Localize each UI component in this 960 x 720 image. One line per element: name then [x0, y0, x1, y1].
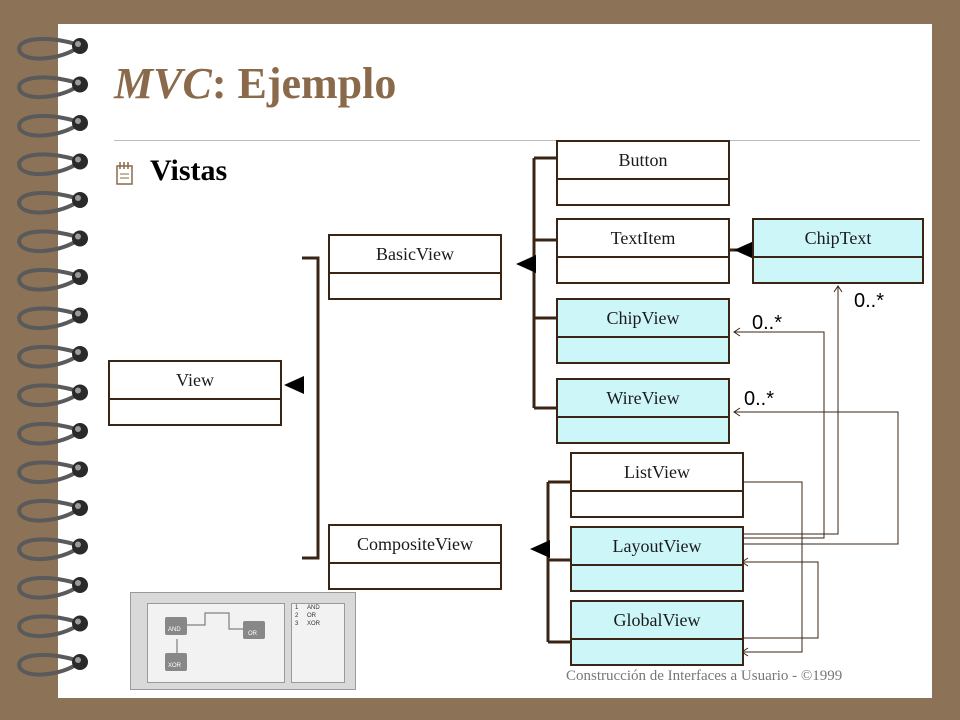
class-view-name: View	[176, 370, 214, 390]
assoc-layout-chipview	[734, 331, 825, 539]
class-chiptext-name: ChipText	[804, 228, 872, 248]
slide-footer: Construcción de Interfaces a Usuario - ©…	[566, 668, 843, 684]
slide-title: MVC: Ejemplo	[114, 58, 396, 109]
class-view: View	[108, 360, 282, 426]
class-textitem: TextItem	[556, 218, 730, 284]
title-mvc: MVC	[114, 59, 212, 108]
thumbnail-row-3: 3	[295, 621, 299, 627]
spiral-ring	[17, 344, 88, 369]
spiral-ring	[17, 498, 88, 523]
multiplicity-chiptext: 0..*	[854, 290, 885, 312]
section-subtitle: Vistas	[150, 154, 228, 187]
spiral-ring	[17, 614, 88, 638]
class-globalview-name: GlobalView	[613, 610, 701, 630]
title-divider	[114, 140, 920, 141]
spiral-ring	[17, 113, 88, 138]
class-button: Button	[556, 140, 730, 206]
thumbnail-list	[291, 603, 345, 683]
spiral-ring	[17, 190, 88, 215]
class-globalview: GlobalView	[570, 600, 744, 666]
spiral-ring	[17, 460, 88, 484]
thumbnail-item-3: XOR	[307, 621, 321, 627]
class-layoutview-name: LayoutView	[612, 536, 702, 556]
class-button-name: Button	[618, 150, 668, 170]
class-chipview: ChipView	[556, 298, 730, 364]
class-compositeview-name: CompositeView	[357, 534, 473, 554]
spiral-ring	[17, 652, 88, 677]
thumbnail-wires	[165, 612, 265, 671]
thumbnail-item-1: AND	[307, 605, 320, 611]
spiral-ring	[17, 306, 88, 330]
spiral-ring	[17, 421, 88, 446]
spiral-ring	[17, 36, 88, 61]
spiral-ring	[17, 575, 88, 600]
assoc-global-layout	[742, 561, 819, 639]
spiral-ring	[17, 75, 88, 99]
thumbnail-gate-and: AND	[168, 627, 181, 633]
thumbnail-gate-xor: XOR	[168, 663, 182, 669]
spiral-binding	[17, 36, 88, 677]
thumbnail-row-1: 1	[295, 605, 299, 611]
inheritance-basicview-line	[532, 156, 556, 410]
class-chipview-name: ChipView	[606, 308, 680, 328]
spiral-ring	[17, 152, 88, 176]
inheritance-compositeview-line	[546, 480, 570, 644]
spiral-ring	[17, 537, 88, 561]
spiral-ring	[17, 383, 88, 407]
inheritance-arrow-compositeview	[530, 540, 550, 558]
title-rest: : Ejemplo	[211, 59, 397, 108]
thumbnail-item-2: OR	[307, 613, 316, 619]
class-listview-name: ListView	[624, 462, 690, 482]
inheritance-arrow-view	[284, 376, 304, 394]
class-layoutview: LayoutView	[570, 526, 744, 592]
inheritance-arrow-textitem	[734, 241, 754, 259]
assoc-layout-chiptext	[742, 286, 839, 535]
thumbnail-gate-or: OR	[248, 631, 257, 637]
inheritance-arrow-basicview	[516, 255, 536, 273]
assoc-layout-wireview	[734, 411, 899, 545]
class-basicview-name: BasicView	[376, 244, 454, 264]
notepad-bullet-icon	[116, 162, 133, 185]
class-wireview: WireView	[556, 378, 730, 444]
app-screenshot-thumbnail: AND OR XOR 1 AND 2 OR 3 XOR	[130, 592, 356, 690]
class-wireview-name: WireView	[606, 388, 680, 408]
class-listview: ListView	[570, 452, 744, 518]
class-textitem-name: TextItem	[610, 228, 676, 248]
multiplicity-chipview: 0..*	[752, 312, 783, 334]
assoc-list-global	[742, 481, 803, 653]
spiral-ring	[17, 267, 88, 292]
class-compositeview: CompositeView	[328, 524, 502, 590]
inheritance-view	[302, 256, 320, 560]
multiplicity-wireview: 0..*	[744, 388, 775, 410]
thumbnail-row-2: 2	[295, 613, 299, 619]
class-chiptext: ChipText	[752, 218, 924, 284]
class-basicview: BasicView	[328, 234, 502, 300]
spiral-ring	[17, 229, 88, 253]
